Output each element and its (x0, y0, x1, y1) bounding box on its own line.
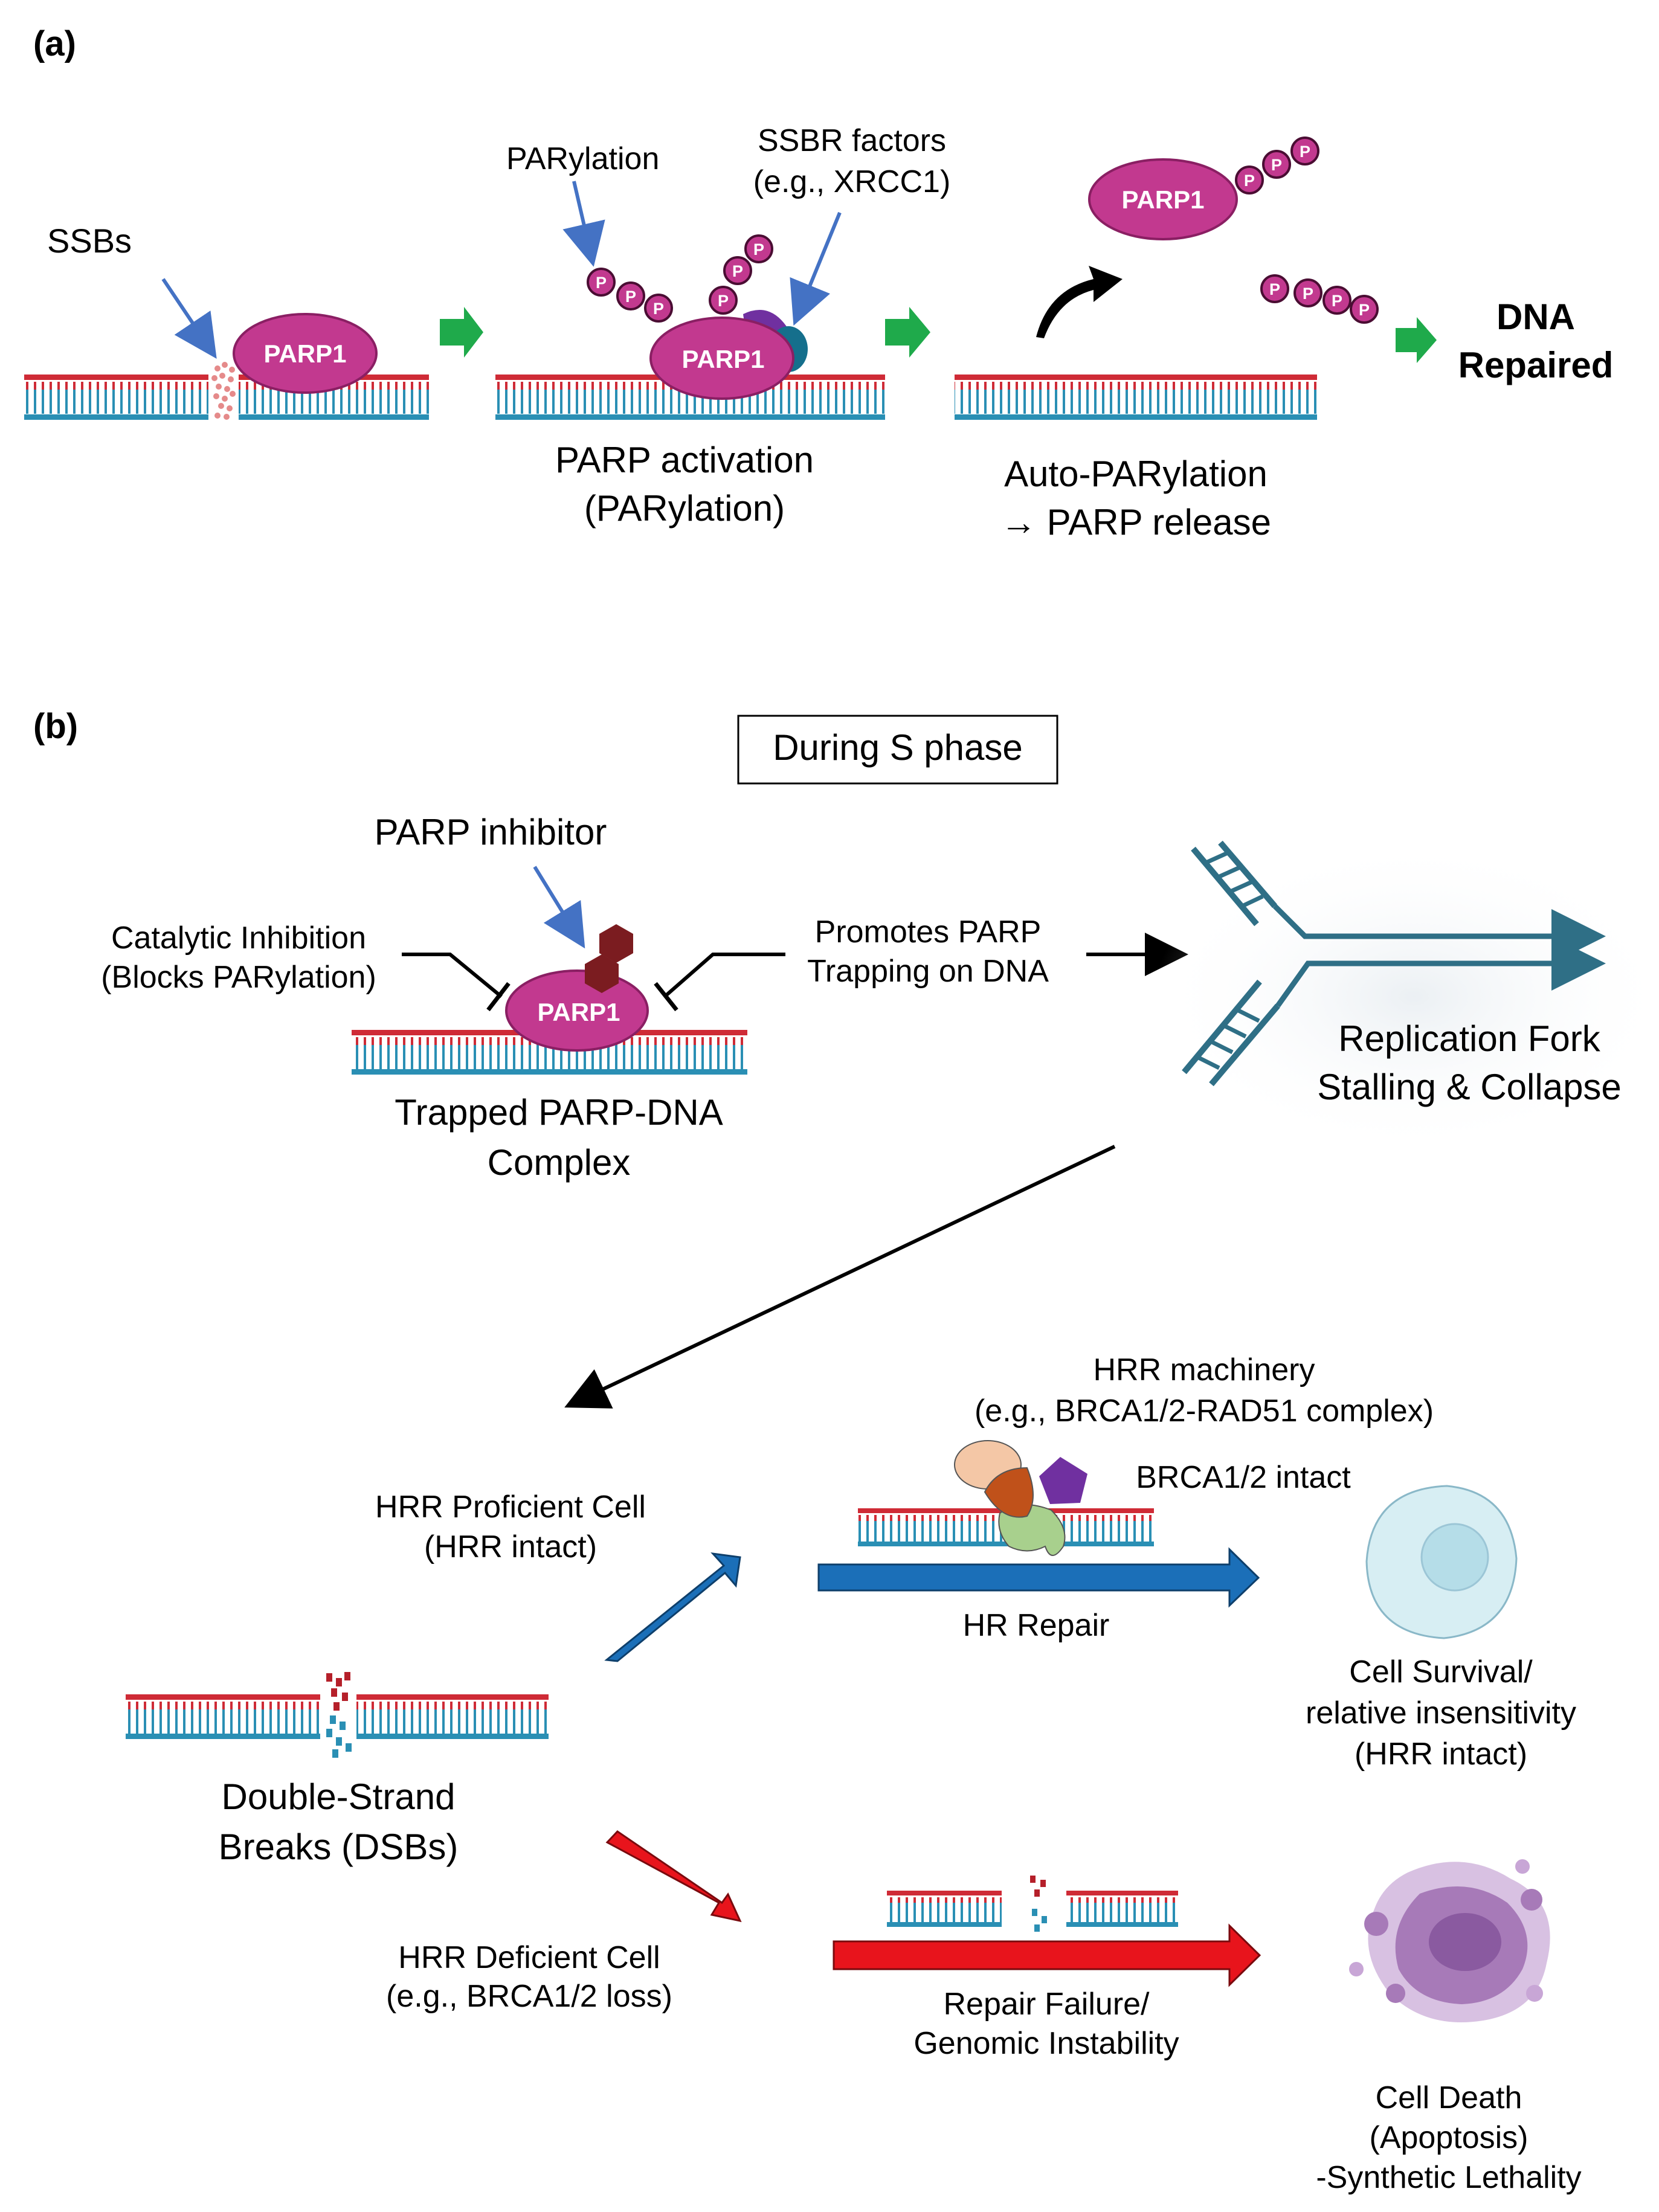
svg-text:P: P (1269, 280, 1280, 298)
dsb-sub: Breaks (DSBs) (219, 1827, 459, 1867)
ssb-break-icon (211, 362, 236, 420)
survival-sub-1: relative insensitivity (1306, 1696, 1576, 1731)
parylation-label: PARylation (506, 141, 659, 176)
dna-strand-broken (887, 1891, 1178, 1927)
ssbs-pointer-arrow (161, 278, 217, 359)
promotes-sub: Trapping on DNA (807, 954, 1049, 989)
dying-cell-icon (1349, 1859, 1550, 2022)
parp-inhibitor-label: PARP inhibitor (375, 812, 607, 852)
fork-sub: Stalling & Collapse (1317, 1067, 1622, 1107)
brca-rad51-complex (954, 1440, 1087, 1556)
dsb-label: Double-Strand (222, 1776, 456, 1817)
trapping-bar (663, 953, 785, 998)
svg-text:P: P (596, 274, 607, 292)
deficient-label: HRR Deficient Cell (398, 1940, 660, 1975)
trapped-label: Trapped PARP-DNA (395, 1092, 723, 1133)
step-arrow-2 (885, 307, 930, 358)
parylation-pointer-arrow (562, 181, 605, 267)
svg-text:P: P (1300, 143, 1310, 161)
dna-repaired-sub: Repaired (1458, 345, 1614, 385)
svg-text:P: P (1303, 285, 1313, 303)
survival-sub-2: (HRR intact) (1355, 1737, 1527, 1772)
svg-text:P: P (732, 262, 743, 280)
release-curved-arrow (1036, 266, 1123, 338)
fork-label: Replication Fork (1338, 1018, 1601, 1059)
hrr-machinery-label: HRR machinery (1094, 1352, 1315, 1387)
proficient-branch-arrow (604, 1552, 741, 1662)
parp1-activated: PARP1 (649, 317, 794, 400)
svg-text:P: P (1244, 172, 1255, 190)
repair-failure-label: Repair Failure/ (943, 1987, 1150, 2022)
death-sub-1: (Apoptosis) (1370, 2120, 1529, 2155)
svg-text:P: P (718, 292, 729, 310)
svg-text:P: P (753, 240, 764, 259)
parp-activation-sub: (PARylation) (584, 488, 785, 529)
par-chain-left: P P P (587, 268, 673, 323)
ssbr-factors-example: (e.g., XRCC1) (753, 164, 951, 199)
repair-failure-sub: Genomic Instability (913, 2026, 1179, 2061)
svg-text:PARP1: PARP1 (264, 339, 347, 368)
ssbr-factors-label: SSBR factors (758, 123, 946, 158)
dsb-break-icon (326, 1672, 352, 1758)
death-label: Cell Death (1376, 2080, 1522, 2115)
catalytic-label: Catalytic Inhibition (111, 921, 366, 956)
panel-a-label: (a) (33, 24, 76, 63)
par-chain-right: P P P (709, 234, 773, 315)
trapped-sub: Complex (488, 1142, 631, 1183)
brca-intact-label: BRCA1/2 intact (1136, 1460, 1351, 1495)
s-phase-label: During S phase (773, 727, 1023, 768)
parp-release-label: → PARP release (1000, 502, 1271, 542)
hr-repair-arrow (817, 1547, 1260, 1608)
catalytic-inhibition-tee (486, 982, 511, 1012)
svg-text:PARP1: PARP1 (538, 998, 620, 1026)
parp1-trapped: PARP1 (505, 969, 649, 1052)
deficient-branch-arrow (605, 1830, 742, 1923)
parp-activation-label: PARP activation (555, 440, 814, 480)
death-sub-2: -Synthetic Lethality (1316, 2160, 1581, 2195)
free-par-chain: P P P P (1260, 274, 1379, 324)
collapse-to-dsb-arrow (564, 1145, 1116, 1409)
dna-strand-dsb (126, 1688, 549, 1746)
svg-text:PARP1: PARP1 (682, 345, 765, 373)
panel-b-label: (b) (33, 707, 78, 746)
parp-inhibitor-molecule (585, 924, 633, 993)
replication-fork-icon (1154, 840, 1659, 1154)
deficient-sub: (e.g., BRCA1/2 loss) (386, 1979, 672, 2014)
parp1-enzyme: PARP1 (233, 313, 378, 394)
catalytic-sub: (Blocks PARylation) (101, 960, 376, 995)
step-arrow-1 (440, 307, 483, 358)
svg-text:P: P (625, 288, 636, 306)
ssbr-pointer-arrow (790, 211, 842, 326)
proficient-sub: (HRR intact) (424, 1529, 597, 1564)
svg-text:P: P (653, 300, 664, 318)
promotes-label: Promotes PARP (815, 915, 1042, 950)
svg-text:P: P (1271, 156, 1282, 174)
s-phase-box (737, 715, 1058, 785)
trapping-tee (654, 982, 678, 1012)
svg-text:P: P (1332, 292, 1342, 310)
proficient-label: HRR Proficient Cell (375, 1490, 646, 1525)
dsb-fragments-icon (1030, 1876, 1047, 1932)
healthy-cell-icon (1365, 1485, 1518, 1639)
hr-repair-label: HR Repair (963, 1608, 1110, 1643)
svg-text:P: P (1359, 301, 1370, 319)
hrr-machinery-sub: (e.g., BRCA1/2-RAD51 complex) (974, 1394, 1434, 1429)
ssbs-label: SSBs (47, 222, 132, 260)
repair-failure-arrow (833, 1923, 1261, 1987)
dna-strand-repaired (955, 375, 1317, 420)
step-arrow-3 (1396, 317, 1437, 363)
survival-label: Cell Survival/ (1349, 1654, 1533, 1690)
dna-repaired-label: DNA (1496, 297, 1575, 337)
auto-parylation-label: Auto-PARylation (1004, 454, 1268, 494)
inhibitor-pointer-arrow (533, 866, 585, 949)
catalytic-inhibition-bar (402, 953, 503, 998)
parp1-released: PARP1 P P P (1088, 137, 1319, 240)
svg-text:PARP1: PARP1 (1122, 185, 1205, 214)
